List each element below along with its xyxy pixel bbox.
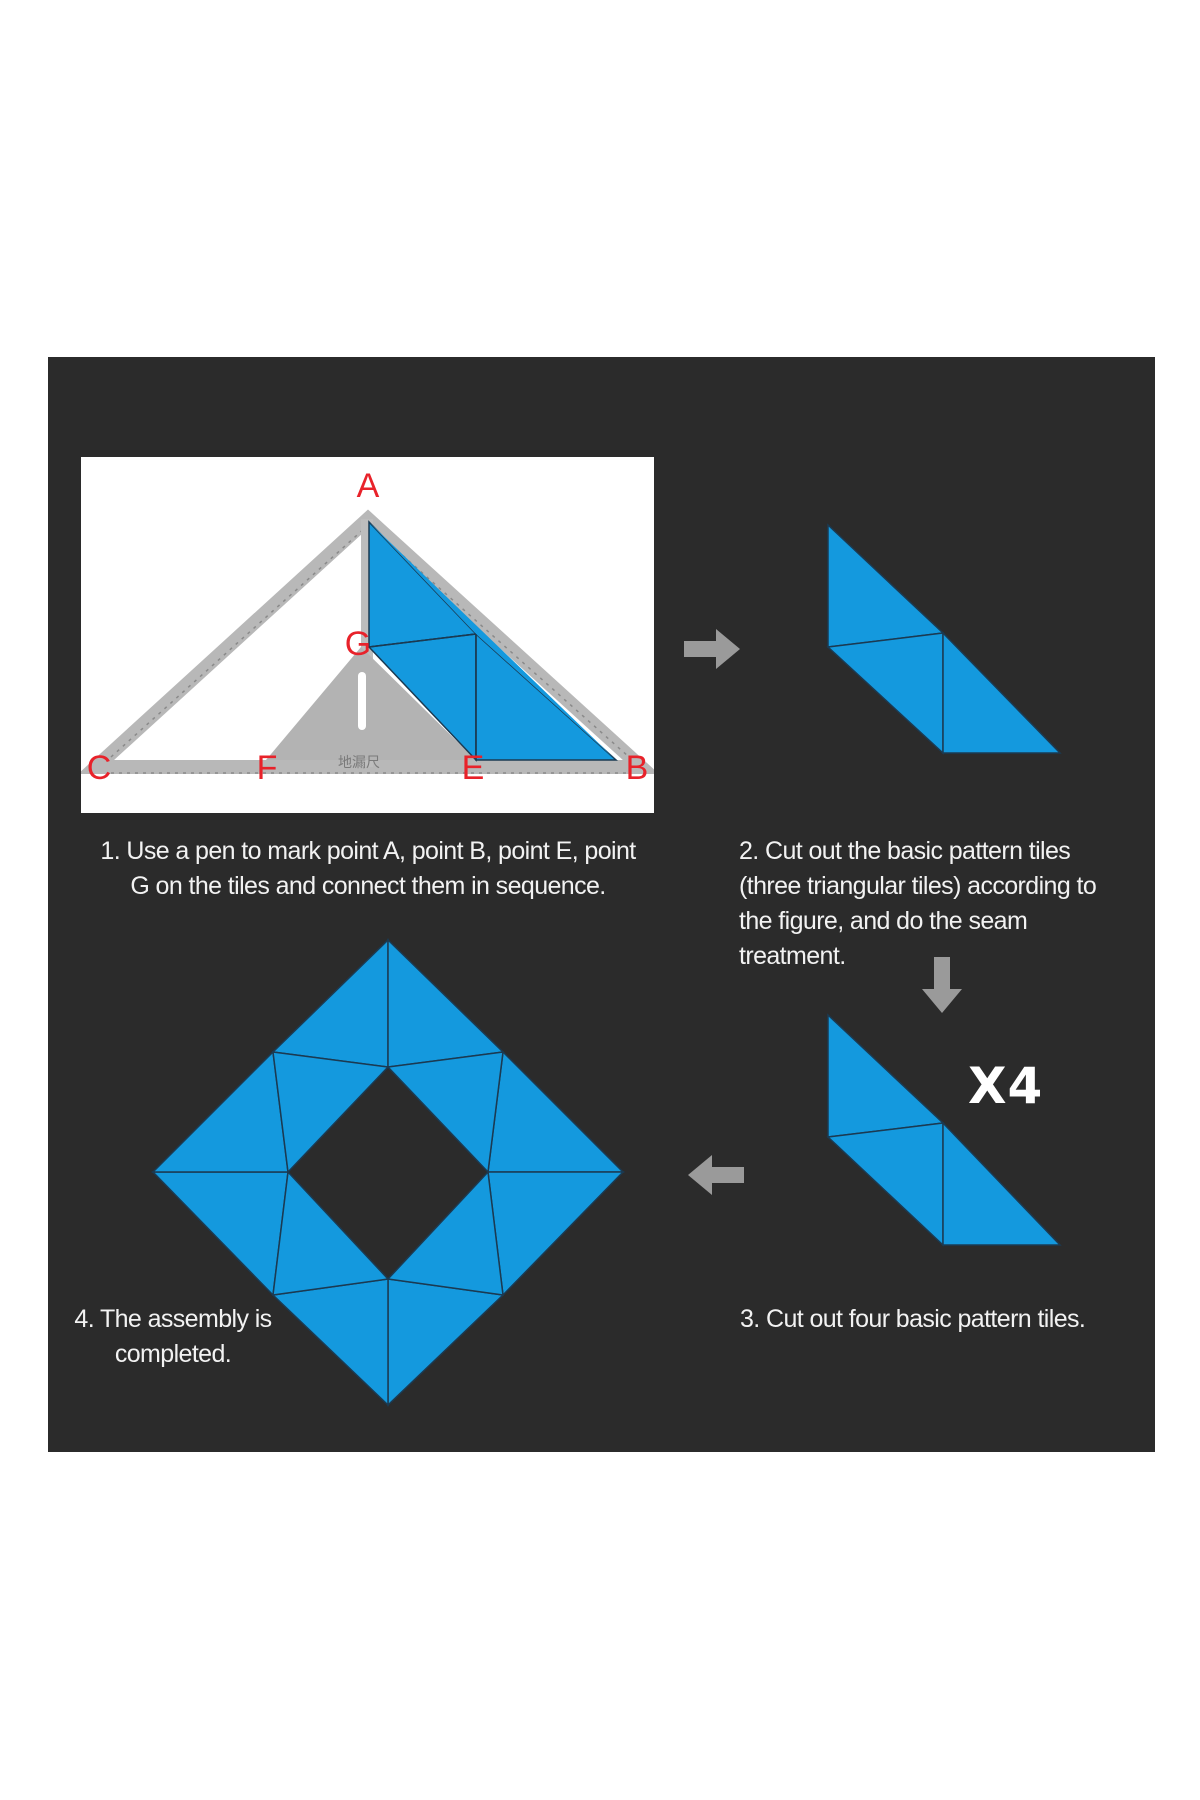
point-label-g: G [345, 625, 371, 663]
step-4-caption: 4. The assembly is completed. [74, 1305, 272, 1368]
tile-diagrams [151, 523, 1062, 1407]
ruler-text: 地漏尺 [338, 755, 380, 771]
multiplier-label: X4 [968, 1057, 1044, 1115]
point-label-f: F [257, 749, 278, 787]
basic-pattern-tile [826, 523, 1062, 755]
step-2-caption: 2. Cut out the basic pattern tiles (thre… [739, 837, 1097, 970]
arrow-left-icon [688, 1155, 744, 1195]
point-label-c: C [87, 749, 112, 787]
four-pattern-tiles [826, 1013, 1062, 1247]
arrow-down-icon [922, 957, 962, 1013]
instruction-panel: A B C E F G 地漏尺 [48, 357, 1155, 1452]
arrow-right-icon [684, 629, 740, 669]
ruler-diagram: A B C E F G 地漏尺 [81, 467, 654, 787]
point-label-e: E [462, 749, 485, 787]
point-label-a: A [357, 467, 380, 505]
step-1-caption: 1. Use a pen to mark point A, point B, p… [100, 837, 636, 900]
ruler-photo: A B C E F G 地漏尺 [81, 457, 654, 813]
step-3-caption: 3. Cut out four basic pattern tiles. [740, 1305, 1086, 1333]
point-label-b: B [626, 749, 649, 787]
assembled-diamond [151, 938, 625, 1407]
small-ruler [266, 647, 476, 760]
